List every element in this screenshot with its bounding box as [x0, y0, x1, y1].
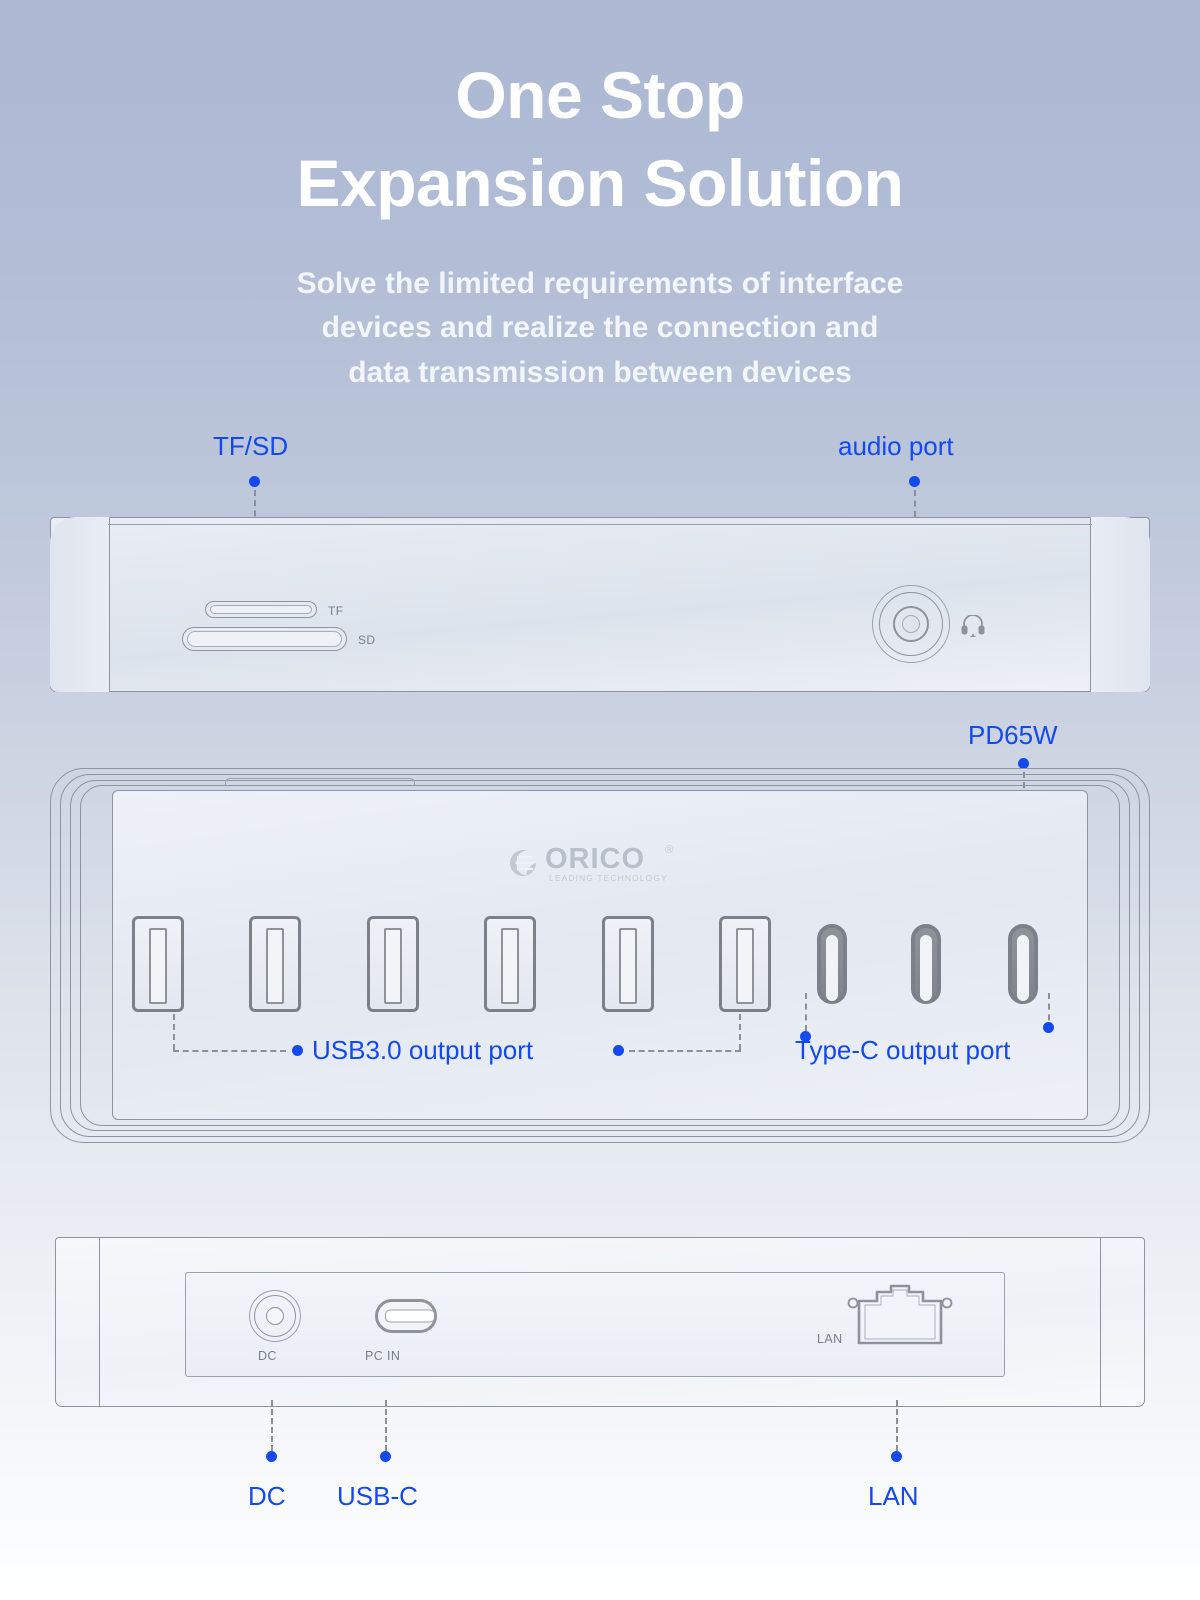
pc-in-port-label: PC IN: [365, 1349, 401, 1363]
orico-registered-mark: ®: [665, 844, 674, 856]
audio-jack-outer-ring: [872, 585, 950, 663]
dc-jack-mid-ring[interactable]: [254, 1295, 296, 1337]
sd-card-slot: [182, 627, 347, 651]
callout-dot-usb30-left: [292, 1045, 303, 1056]
callout-label-dc: DC: [248, 1481, 286, 1511]
main-shell-frame-2: [60, 774, 1140, 1137]
orico-tagline: LEADING TECHNOLOGY: [549, 873, 668, 883]
main-shell-frame-4: [80, 785, 1120, 1126]
subtitle-line-3: data transmission between devices: [348, 355, 852, 389]
usb-a-port-4[interactable]: [484, 916, 536, 1012]
usb-a-port-6[interactable]: [719, 916, 771, 1012]
dc-jack-outer-ring: [249, 1290, 301, 1342]
device-rear-panel: DC PC IN LAN: [55, 1237, 1145, 1407]
usb-a-port-5[interactable]: [602, 916, 654, 1012]
type-c-port-3[interactable]: [1008, 924, 1038, 1004]
subtitle-line-2: devices and realize the connection and: [321, 311, 879, 345]
sd-slot-label: SD: [358, 633, 376, 647]
audio-jack-hole: [902, 615, 920, 633]
callout-label-lan: LAN: [868, 1481, 919, 1511]
front-panel-right-edge: [1090, 517, 1150, 692]
callout-dot-usb-c: [380, 1451, 391, 1462]
callout-leader-lan: [896, 1400, 898, 1451]
callout-leader-usb30-left-vertical: [173, 1014, 175, 1050]
tf-slot-inner: [210, 605, 312, 614]
callout-label-usb30: USB3.0 output port: [312, 1035, 534, 1065]
callout-leader-usb30-right-horizontal: [629, 1050, 741, 1052]
type-c-port-2[interactable]: [911, 924, 941, 1004]
front-panel-top-seam: [108, 524, 1092, 525]
callout-leader-usb-c: [385, 1400, 387, 1451]
dc-port-label: DC: [258, 1349, 277, 1363]
rear-panel-right-edge: [1100, 1237, 1145, 1407]
callout-leader-usb30-left-horizontal: [173, 1050, 286, 1052]
callout-label-audio-port: audio port: [838, 431, 954, 461]
rear-panel-left-edge: [55, 1237, 100, 1407]
page-subtitle: Solve the limited requirements of interf…: [0, 262, 1200, 395]
callout-dot-typec-right: [1043, 1022, 1054, 1033]
front-panel-left-edge: [50, 517, 110, 692]
callout-dot-audio-port: [909, 476, 920, 487]
callout-label-pd65w: PD65W: [968, 720, 1058, 750]
callout-leader-typec-right: [1048, 993, 1050, 1031]
device-main-panel: [50, 768, 1150, 1143]
dc-jack-pin-hole: [266, 1307, 284, 1325]
audio-jack-mid-ring: [879, 592, 943, 656]
callout-dot-pd65w: [1018, 758, 1029, 769]
tf-slot-label: TF: [328, 604, 344, 618]
orico-globe-icon: [505, 845, 541, 881]
main-shell-frame-3: [70, 780, 1130, 1131]
main-shell-frame-1: [50, 768, 1150, 1143]
sd-slot-inner: [187, 631, 342, 647]
page-title: One Stop Expansion Solution: [0, 52, 1200, 228]
pc-in-usb-c-port[interactable]: [375, 1299, 437, 1333]
callout-label-usb-c: USB-C: [337, 1481, 418, 1511]
orico-logo: ORICO ® LEADING TECHNOLOGY: [505, 843, 685, 889]
callout-leader-dc: [271, 1400, 273, 1451]
lan-rj45-port[interactable]: [845, 1281, 955, 1347]
callout-leader-usb30-right-vertical: [739, 1014, 741, 1050]
callout-label-tf-sd: TF/SD: [213, 431, 289, 461]
title-line-1: One Stop: [455, 58, 745, 132]
callout-leader-typec-left: [805, 993, 807, 1031]
headset-icon: [960, 614, 986, 638]
callout-dot-usb30-right: [613, 1045, 624, 1056]
callout-dot-typec-left: [800, 1031, 811, 1042]
tf-card-slot: [205, 601, 317, 618]
usb-a-port-2[interactable]: [249, 916, 301, 1012]
usb-a-port-3[interactable]: [367, 916, 419, 1012]
orico-wordmark: ORICO: [545, 843, 646, 875]
type-c-port-1[interactable]: [817, 924, 847, 1004]
device-front-panel: TF SD: [50, 517, 1150, 692]
callout-dot-tf-sd: [249, 476, 260, 487]
usb-a-port-1[interactable]: [132, 916, 184, 1012]
subtitle-line-1: Solve the limited requirements of interf…: [296, 267, 904, 300]
callout-label-type-c: Type-C output port: [795, 1035, 1011, 1065]
main-panel-top-notch: [225, 778, 415, 786]
callout-dot-dc: [266, 1451, 277, 1462]
title-line-2: Expansion Solution: [296, 145, 904, 220]
lan-port-label: LAN: [817, 1332, 843, 1346]
callout-dot-lan: [891, 1451, 902, 1462]
